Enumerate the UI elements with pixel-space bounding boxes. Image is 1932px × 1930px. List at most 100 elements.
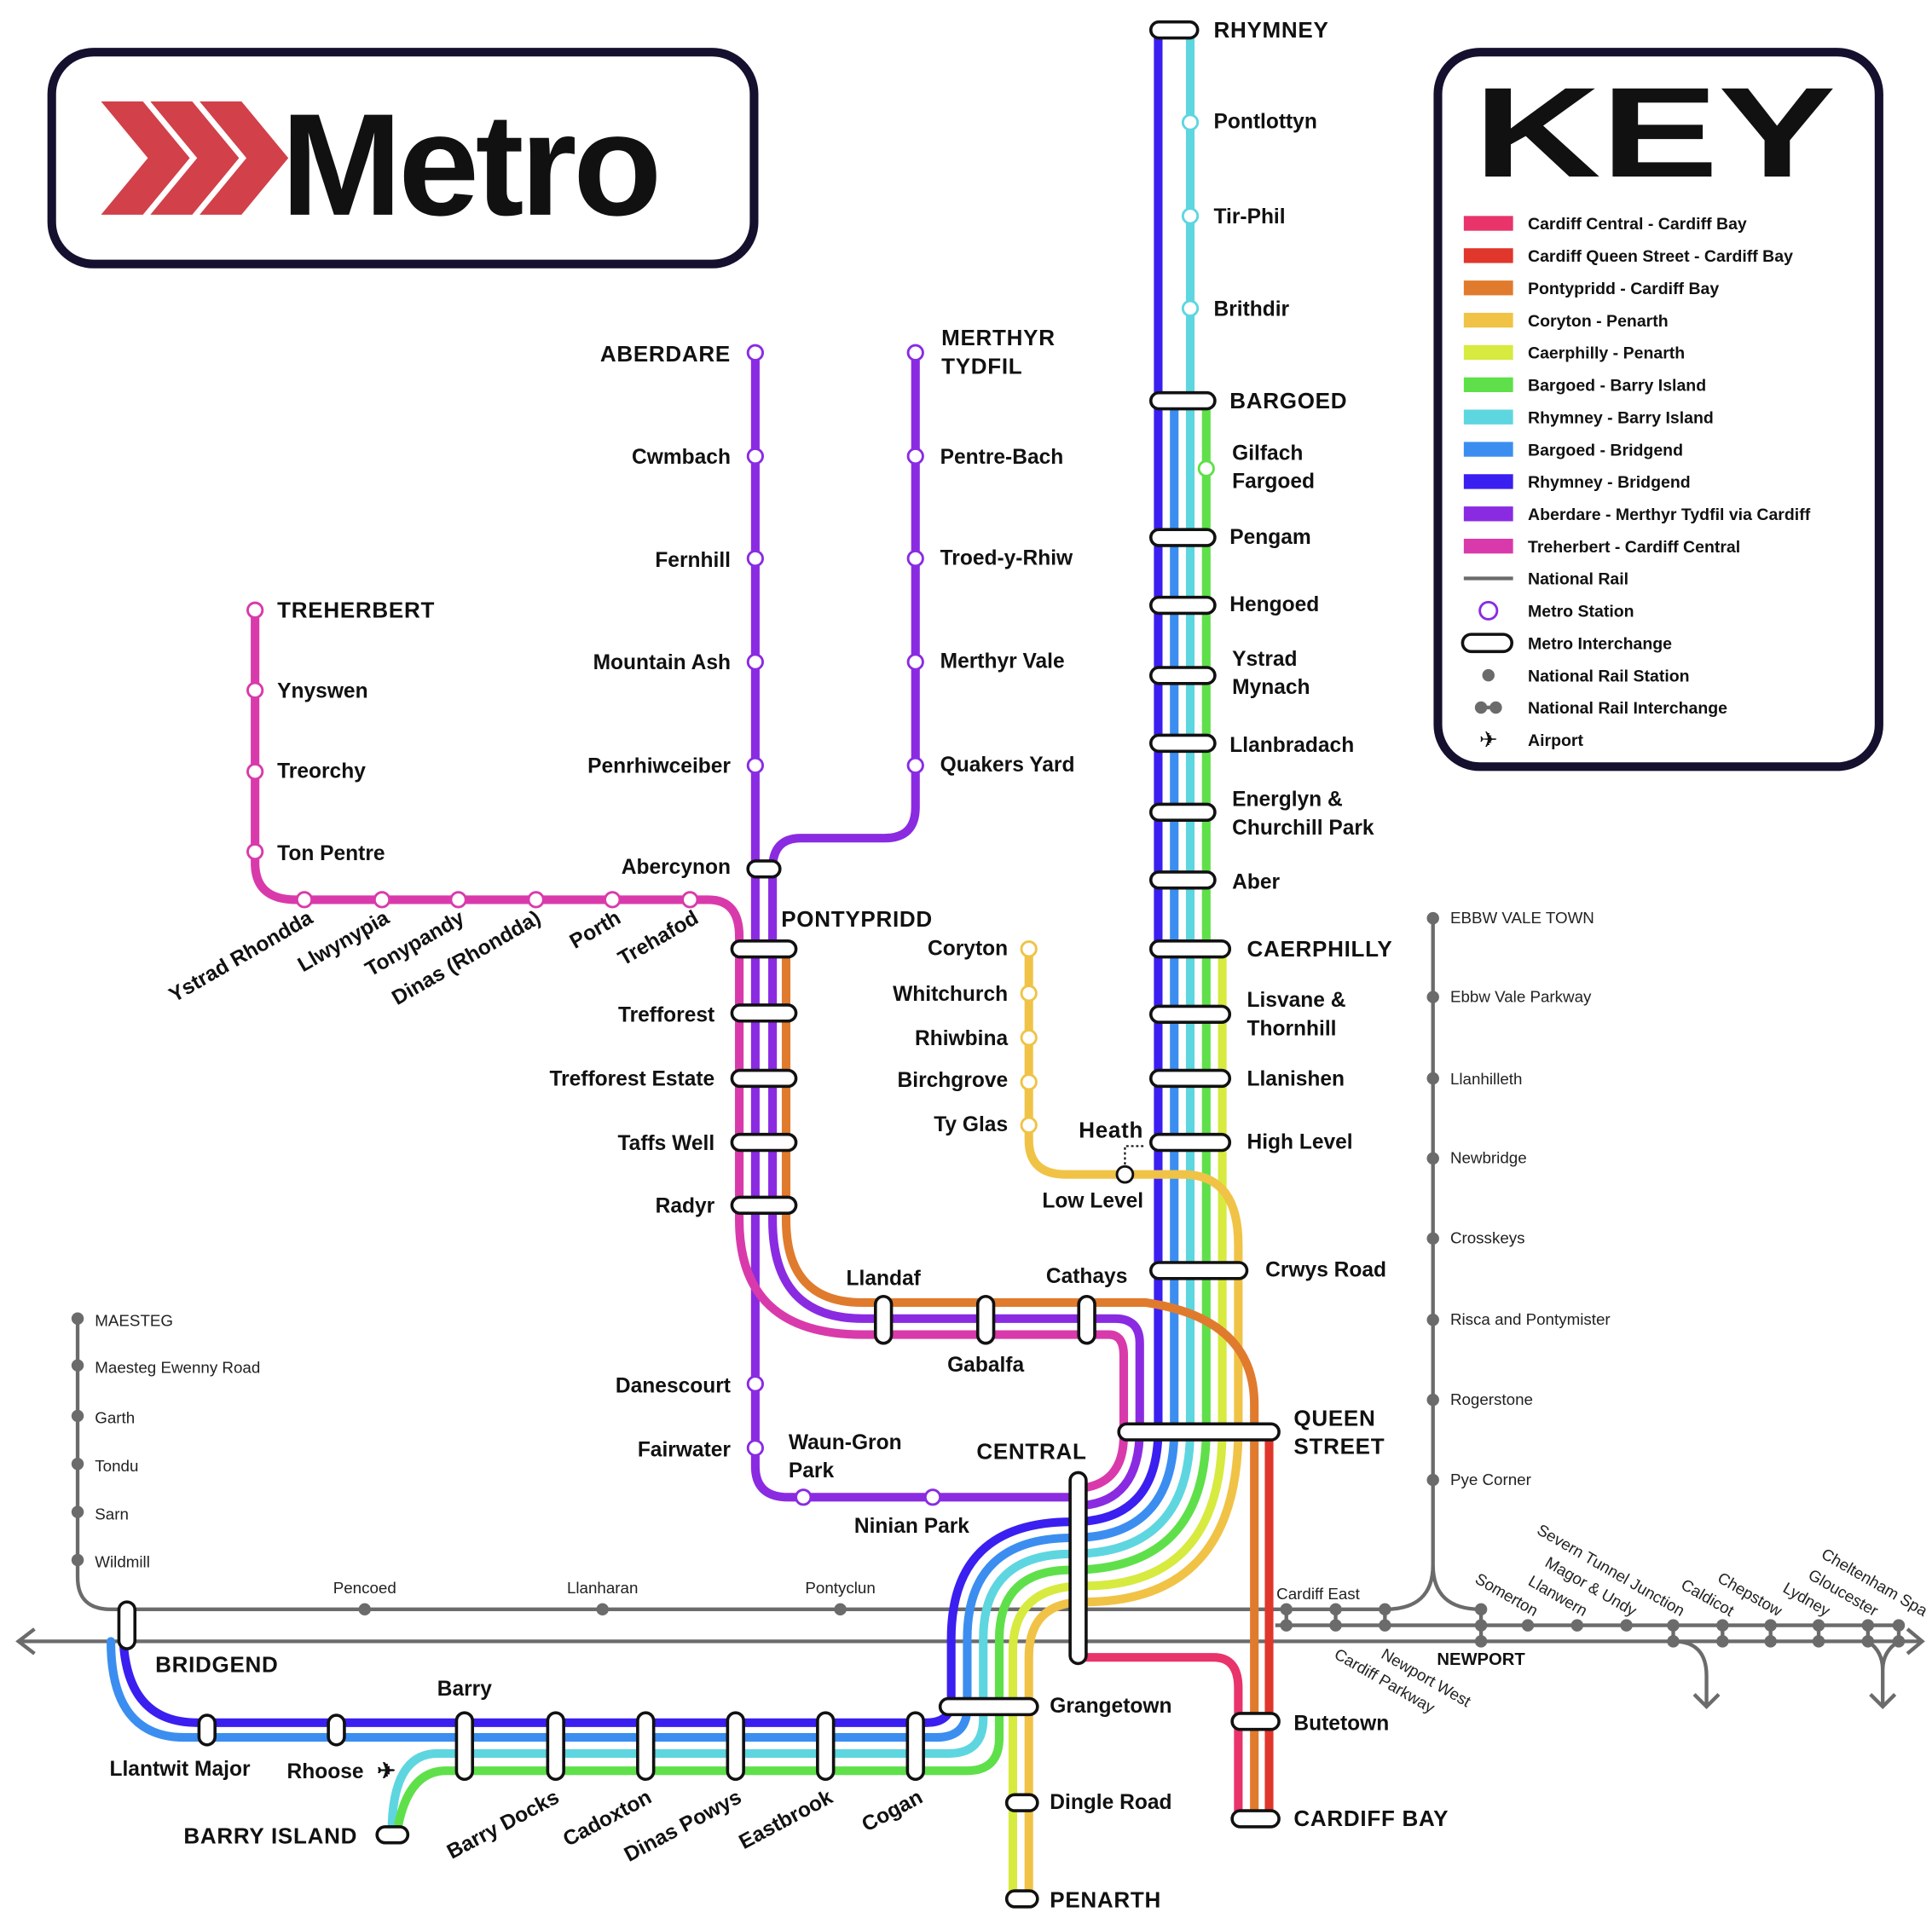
station-label[interactable]: PONTYPRIDD <box>781 906 933 932</box>
metro-interchange[interactable] <box>726 1711 745 1782</box>
rail-station-dot[interactable] <box>358 1603 371 1616</box>
metro-interchange[interactable] <box>816 1711 836 1782</box>
rail-station-dot[interactable] <box>1570 1619 1584 1632</box>
metro-interchange[interactable] <box>197 1713 217 1747</box>
metro-interchange[interactable] <box>1148 733 1217 754</box>
metro-station[interactable] <box>449 891 467 909</box>
metro-station[interactable] <box>906 344 924 361</box>
rail-station-dot[interactable] <box>1620 1619 1633 1632</box>
metro-interchange[interactable] <box>1148 528 1217 547</box>
station-label[interactable]: Treorchy <box>277 760 366 783</box>
station-label[interactable]: RHYMNEY <box>1213 17 1328 43</box>
metro-station[interactable] <box>1181 207 1200 225</box>
metro-station[interactable] <box>746 653 764 671</box>
metro-station[interactable] <box>246 842 264 861</box>
metro-station[interactable] <box>1020 940 1038 958</box>
rail-station-dot[interactable] <box>71 1312 84 1325</box>
station-label[interactable]: ABERDARE <box>600 341 731 367</box>
metro-interchange[interactable] <box>730 1132 798 1153</box>
rail-station-dot[interactable] <box>596 1603 609 1616</box>
station-label[interactable]: Gabalfa <box>947 1354 1024 1377</box>
station-label[interactable]: Whitchurch <box>893 983 1008 1006</box>
station-label[interactable]: Taffs Well <box>618 1132 715 1155</box>
metro-interchange[interactable] <box>1148 20 1200 40</box>
rail-station-dot[interactable] <box>1474 1603 1488 1616</box>
station-label[interactable]: Brithdir <box>1213 298 1289 321</box>
metro-interchange[interactable] <box>1148 390 1217 411</box>
rail-station-dot[interactable] <box>1426 1313 1439 1326</box>
metro-interchange[interactable] <box>1148 1261 1249 1280</box>
metro-interchange[interactable] <box>730 939 798 959</box>
metro-interchange[interactable] <box>873 1294 894 1345</box>
station-label[interactable]: Pontyclun <box>805 1579 875 1597</box>
rail-station-dot[interactable] <box>71 1458 84 1471</box>
station-label[interactable]: Ton Pentre <box>277 842 385 865</box>
station-label[interactable]: Ebbw Vale Parkway <box>1450 987 1592 1005</box>
station-label[interactable]: Danescourt <box>616 1374 731 1397</box>
metro-interchange[interactable] <box>1148 939 1232 959</box>
station-label[interactable]: Ynyswen <box>277 679 367 702</box>
station-label[interactable]: Cwmbach <box>632 446 731 469</box>
rail-station-dot[interactable] <box>1379 1603 1391 1616</box>
rail-station-dot[interactable] <box>1426 1152 1439 1165</box>
station-label[interactable]: Merthyr Vale <box>940 650 1065 673</box>
station-label[interactable]: Pencoed <box>333 1579 396 1597</box>
metro-station[interactable] <box>373 891 391 909</box>
metro-station[interactable] <box>1197 459 1215 477</box>
metro-station[interactable] <box>746 448 764 465</box>
station-label[interactable]: Mountain Ash <box>593 651 731 674</box>
station-label[interactable]: MAESTEG <box>95 1311 173 1329</box>
station-label[interactable]: Trefforest <box>618 1003 714 1026</box>
metro-interchange[interactable] <box>1004 1889 1039 1909</box>
station-label[interactable]: Ty Glas <box>934 1113 1008 1136</box>
metro-station[interactable] <box>246 762 264 781</box>
rail-station-dot[interactable] <box>1426 1072 1439 1085</box>
station-label[interactable]: Fairwater <box>638 1439 732 1462</box>
station-label[interactable]: BRIDGEND <box>155 1652 278 1678</box>
metro-station[interactable] <box>746 1439 764 1457</box>
station-label[interactable]: Radyr <box>656 1194 715 1217</box>
metro-interchange[interactable] <box>1148 870 1217 890</box>
metro-interchange[interactable] <box>1230 1712 1281 1731</box>
station-label[interactable]: Wildmill <box>95 1553 150 1571</box>
station-label[interactable]: Trefforest Estate <box>549 1068 714 1091</box>
metro-interchange[interactable] <box>636 1711 656 1782</box>
rail-station-dot[interactable] <box>1426 1473 1439 1487</box>
station-label[interactable]: Quakers Yard <box>940 754 1075 777</box>
station-label[interactable]: Garth <box>95 1409 135 1427</box>
metro-station[interactable] <box>923 1488 942 1506</box>
metro-interchange[interactable] <box>1148 802 1217 823</box>
station-label[interactable]: Fernhill <box>655 549 731 572</box>
metro-interchange[interactable] <box>938 1696 1039 1717</box>
rail-station-dot[interactable] <box>71 1505 84 1518</box>
rail-station-dot[interactable] <box>71 1553 84 1567</box>
rail-station-dot[interactable] <box>834 1603 847 1616</box>
station-label[interactable]: Butetown <box>1293 1712 1389 1735</box>
metro-interchange[interactable] <box>327 1713 346 1747</box>
station-label[interactable]: Rhoose <box>287 1760 364 1783</box>
station-label[interactable]: Cardiff East <box>1276 1585 1360 1603</box>
station-label[interactable]: TREHERBERT <box>277 597 435 622</box>
station-label[interactable]: Penrhiwceiber <box>587 755 731 778</box>
station-label[interactable]: Barry Docks <box>443 1786 563 1864</box>
station-label[interactable]: Tondu <box>95 1457 138 1475</box>
metro-interchange[interactable] <box>730 1003 798 1023</box>
station-label[interactable]: EBBW VALE TOWN <box>1450 909 1594 927</box>
metro-station[interactable] <box>746 756 764 775</box>
station-label[interactable]: Pye Corner <box>1450 1471 1531 1488</box>
station-label[interactable]: CARDIFF BAY <box>1293 1806 1449 1831</box>
station-label[interactable]: Newbridge <box>1450 1149 1527 1167</box>
station-label[interactable]: Barry <box>437 1678 492 1701</box>
station-label[interactable]: Tir-Phil <box>1213 205 1285 228</box>
station-label[interactable]: Cathays <box>1046 1265 1128 1288</box>
metro-interchange[interactable] <box>454 1711 475 1782</box>
station-label[interactable]: Crosskeys <box>1450 1229 1525 1247</box>
metro-station[interactable] <box>746 1375 764 1393</box>
station-label[interactable]: Coryton <box>928 937 1008 960</box>
station-label[interactable]: Lisvane &Thornhill <box>1247 989 1345 1040</box>
station-label[interactable]: Rhiwbina <box>915 1027 1008 1050</box>
station-label[interactable]: Energlyn &Churchill Park <box>1232 789 1374 840</box>
metro-interchange[interactable] <box>1230 1809 1281 1829</box>
